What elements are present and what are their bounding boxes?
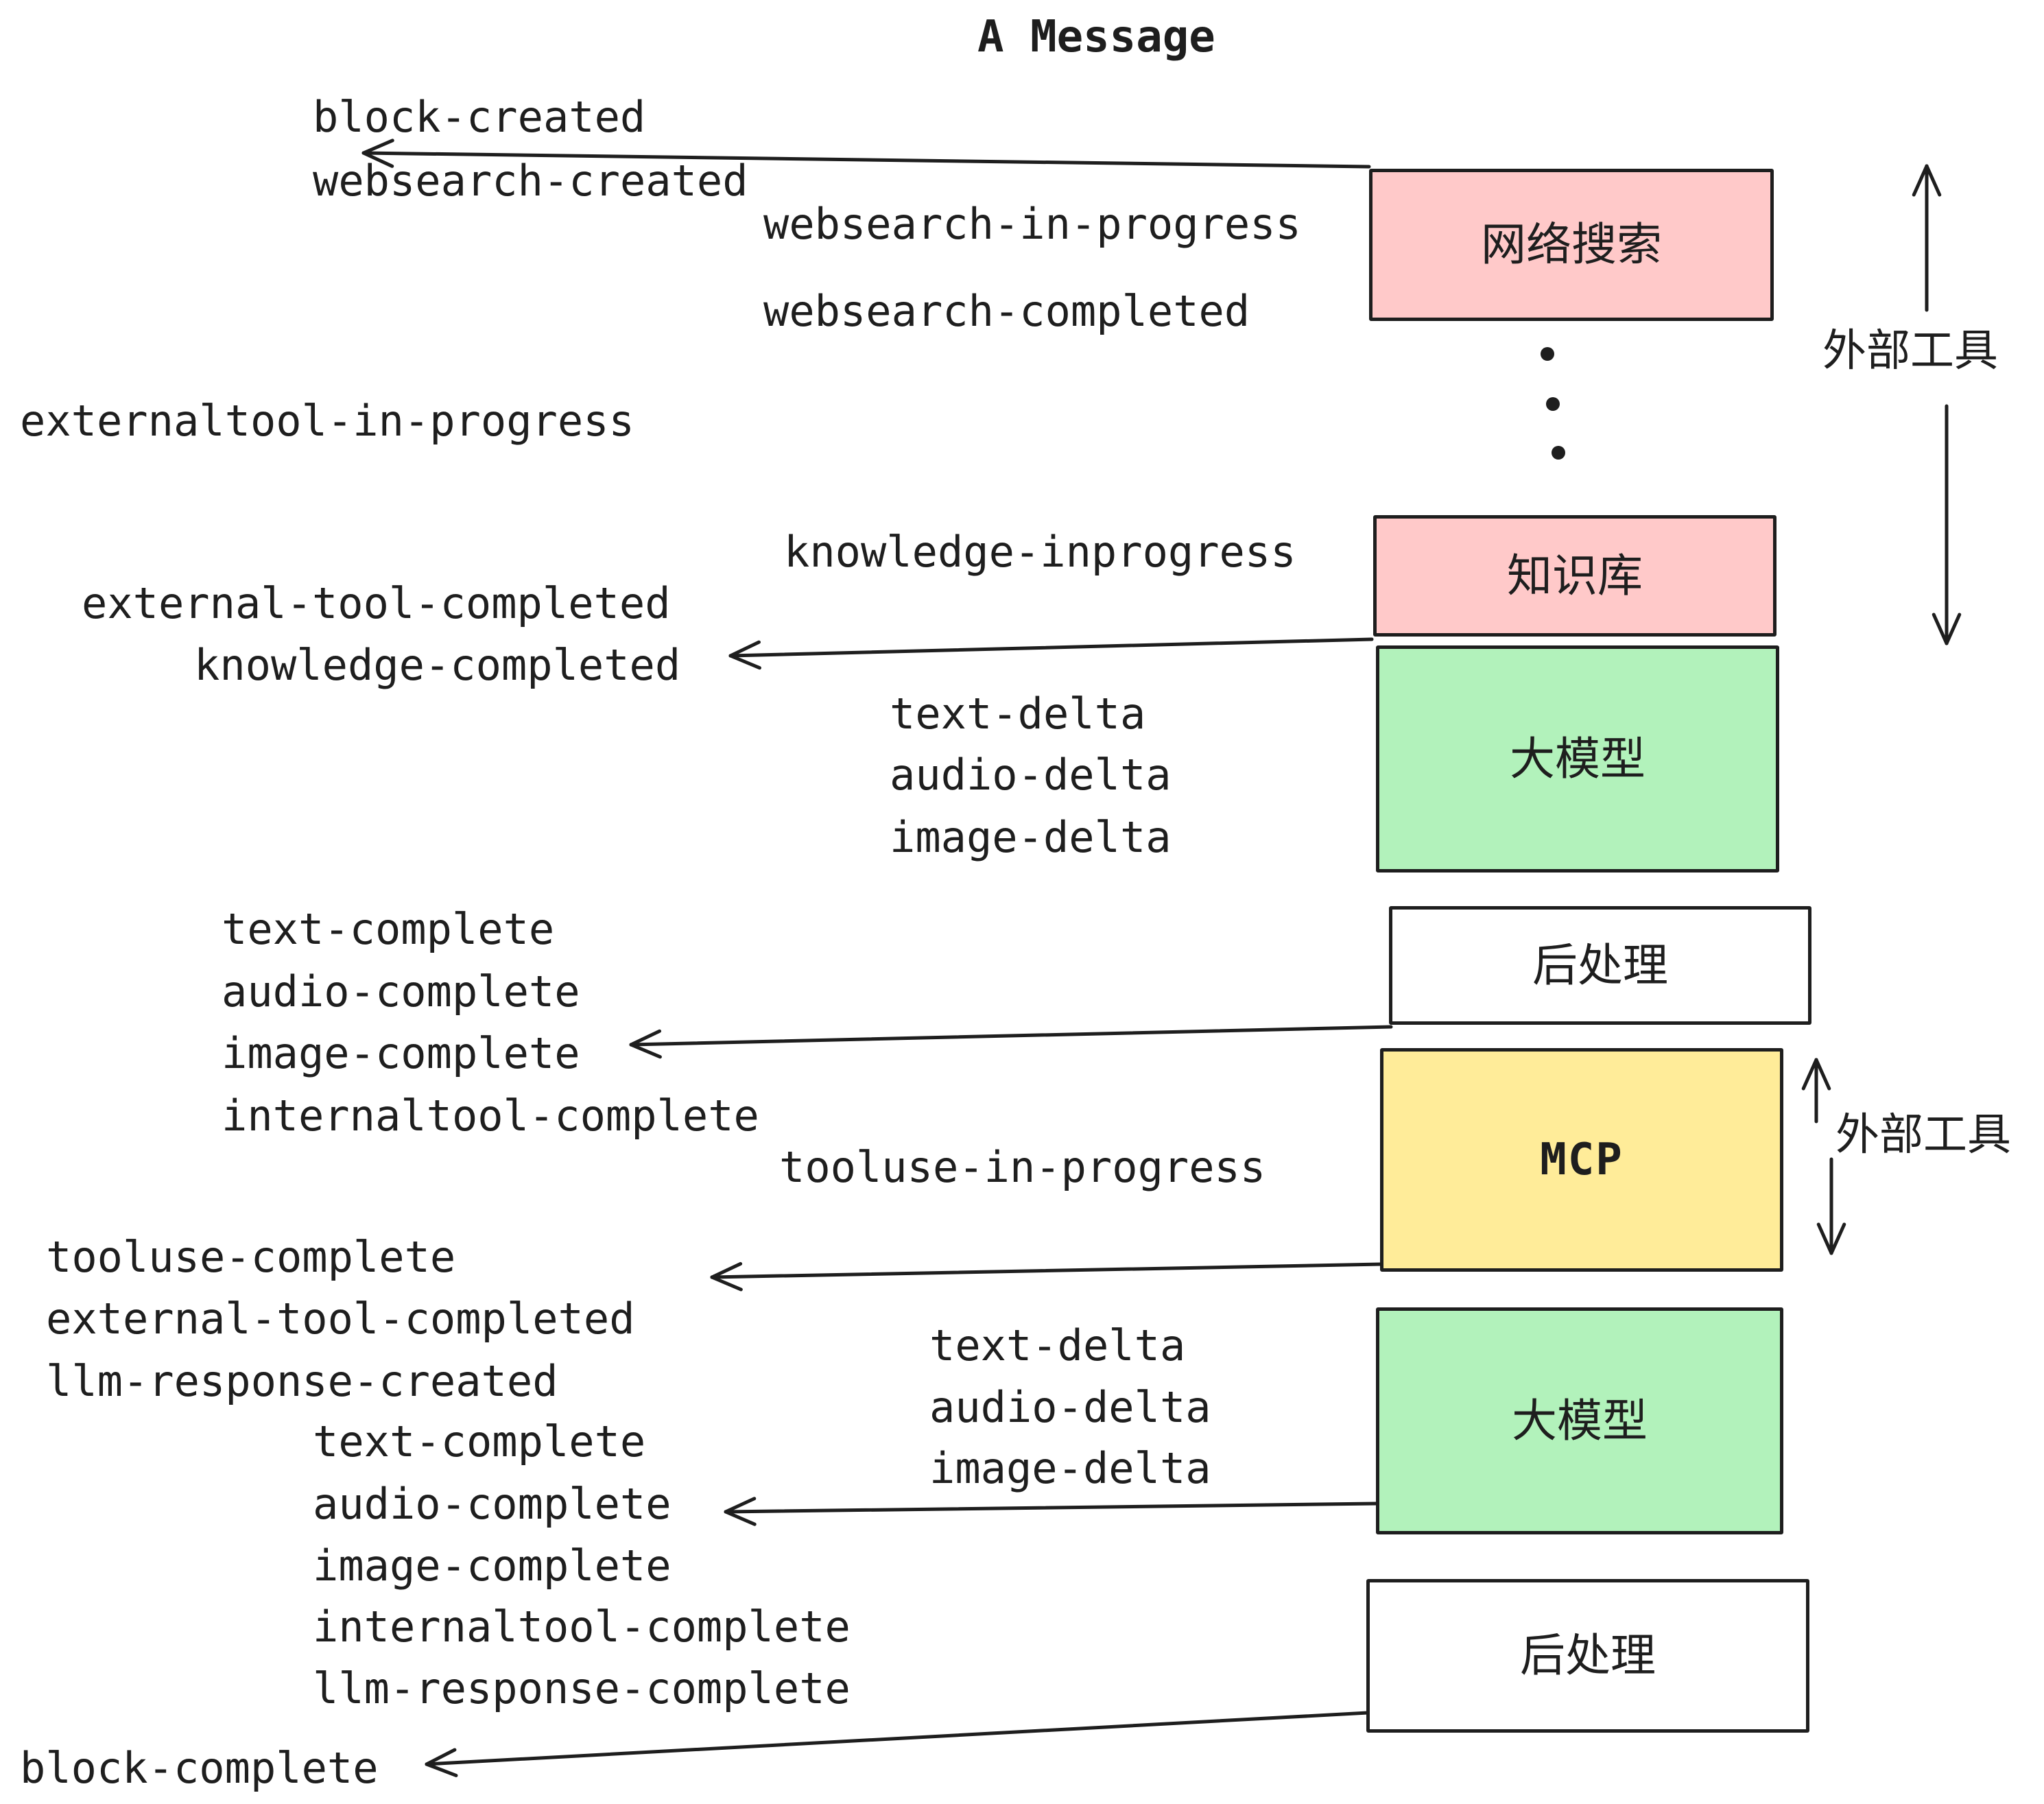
node-label-postprocess-2: 后处理 xyxy=(1520,1629,1656,1682)
event-label-internaltool-complete-2: internaltool-complete xyxy=(313,1602,851,1652)
arrow-audio-complete-head xyxy=(724,1497,757,1514)
arrow-external-tools-1-down-head xyxy=(1932,613,1949,645)
arrow-external-tools-2-down-head xyxy=(1829,1222,1846,1255)
event-label-knowledge-completed: knowledge-completed xyxy=(194,640,681,690)
arrow-external-tools-1-up-head xyxy=(1912,164,1929,197)
event-label-image-complete-1: image-complete xyxy=(222,1028,580,1078)
event-label-text-complete-1: text-complete xyxy=(222,904,555,954)
event-label-audio-delta-1: audio-delta xyxy=(890,750,1172,800)
arrow-external-tools-2-down-head xyxy=(1816,1222,1833,1255)
ellipsis-dot-1 xyxy=(1541,347,1554,361)
external-tools-label-1: 外部工具 xyxy=(1822,326,1998,377)
arrow-knowledge-completed xyxy=(728,637,1374,658)
node-label-knowledge: 知识库 xyxy=(1507,549,1643,602)
arrow-tooluse-complete xyxy=(710,1262,1383,1279)
node-label-mcp: MCP xyxy=(1540,1135,1624,1185)
event-label-websearch-completed: websearch-completed xyxy=(763,286,1250,336)
arrow-image-complete xyxy=(629,1025,1393,1047)
ellipsis-dot-2 xyxy=(1546,397,1560,411)
node-llm-1: 大模型 xyxy=(1376,645,1779,873)
event-label-audio-complete-2: audio-complete xyxy=(313,1479,672,1529)
node-label-llm-2: 大模型 xyxy=(1512,1394,1648,1447)
event-label-text-complete-2: text-complete xyxy=(313,1416,646,1467)
external-tools-label-2: 外部工具 xyxy=(1835,1110,2011,1161)
arrow-knowledge-completed-head xyxy=(728,640,761,658)
arrow-external-tools-1-up-head xyxy=(1925,164,1942,197)
arrow-external-tools-2-up-head xyxy=(1801,1058,1818,1091)
event-label-external-tool-completed-1: external-tool-completed xyxy=(82,578,671,628)
node-llm-2: 大模型 xyxy=(1376,1307,1783,1534)
node-mcp: MCP xyxy=(1380,1048,1783,1272)
arrow-block-complete-head xyxy=(425,1748,457,1766)
event-label-external-tool-completed-2: external-tool-completed xyxy=(46,1294,635,1344)
node-postprocess-1: 后处理 xyxy=(1389,906,1811,1025)
event-label-audio-delta-2: audio-delta xyxy=(929,1382,1211,1432)
node-postprocess-2: 后处理 xyxy=(1366,1579,1809,1733)
arrow-block-complete-head xyxy=(425,1762,458,1777)
event-label-externaltool-in-progress: externaltool-in-progress xyxy=(20,396,634,446)
arrow-knowledge-completed-head xyxy=(728,654,761,670)
arrow-tooluse-complete-head xyxy=(710,1261,743,1279)
event-label-audio-complete-1: audio-complete xyxy=(222,966,580,1017)
node-websearch: 网络搜索 xyxy=(1369,169,1774,321)
event-label-websearch-in-progress: websearch-in-progress xyxy=(763,199,1301,249)
event-label-image-complete-2: image-complete xyxy=(313,1541,672,1591)
event-label-block-created: block-created xyxy=(313,92,646,142)
event-label-llm-response-complete: llm-response-complete xyxy=(313,1663,851,1713)
node-knowledge: 知识库 xyxy=(1373,515,1776,637)
event-label-text-delta-1: text-delta xyxy=(890,689,1146,739)
node-label-websearch: 网络搜索 xyxy=(1481,218,1662,271)
arrow-audio-complete xyxy=(724,1502,1378,1514)
event-label-websearch-created: websearch-created xyxy=(313,156,748,206)
event-label-text-delta-2: text-delta xyxy=(929,1320,1186,1370)
diagram-title: A Message xyxy=(977,12,1215,62)
ellipsis-dot-3 xyxy=(1552,446,1565,460)
node-label-llm-1: 大模型 xyxy=(1510,732,1645,785)
event-label-tooluse-in-progress: tooluse-in-progress xyxy=(779,1142,1266,1192)
event-label-block-complete: block-complete xyxy=(20,1743,379,1793)
arrow-tooluse-complete-head xyxy=(710,1275,743,1292)
event-label-llm-response-created: llm-response-created xyxy=(46,1356,558,1406)
arrow-block-complete xyxy=(425,1711,1370,1766)
event-label-tooluse-complete: tooluse-complete xyxy=(46,1232,456,1282)
arrow-external-tools-1-down-head xyxy=(1945,613,1962,645)
node-label-postprocess-1: 后处理 xyxy=(1532,938,1668,992)
arrow-image-complete-head xyxy=(629,1043,662,1059)
arrow-audio-complete-head xyxy=(724,1510,757,1526)
arrow-block-created-head xyxy=(361,139,394,155)
event-label-image-delta-1: image-delta xyxy=(890,812,1172,862)
event-label-image-delta-2: image-delta xyxy=(929,1443,1211,1493)
arrow-external-tools-2-up-head xyxy=(1814,1058,1831,1091)
event-label-knowledge-inprogress: knowledge-inprogress xyxy=(784,527,1296,577)
event-label-internaltool-complete-1: internaltool-complete xyxy=(222,1091,759,1141)
arrow-image-complete-head xyxy=(629,1029,662,1047)
